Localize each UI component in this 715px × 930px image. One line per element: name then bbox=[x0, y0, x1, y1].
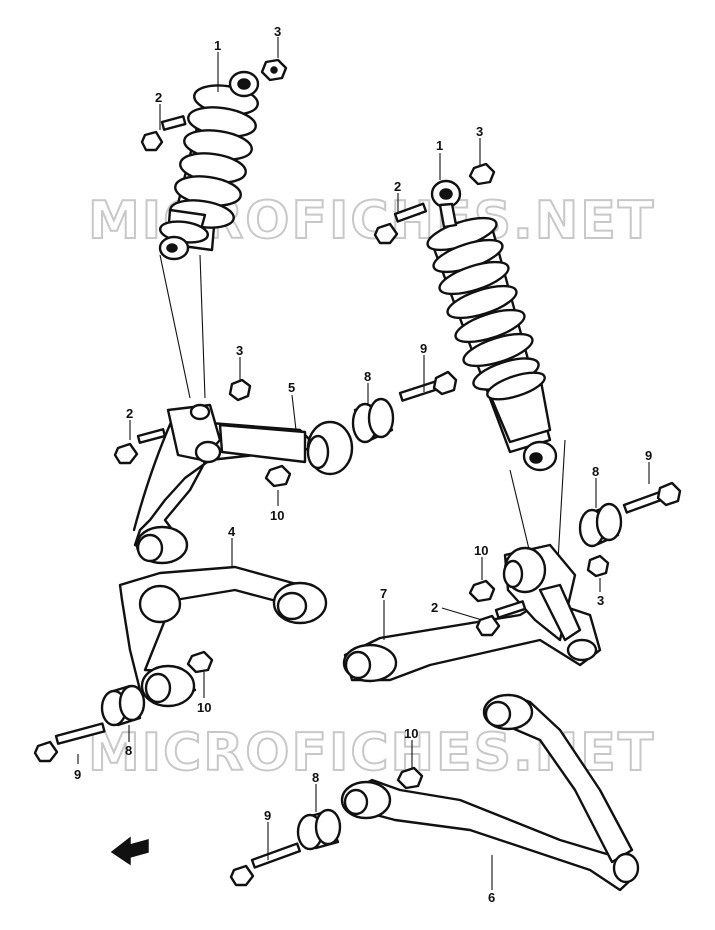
callout-left-shock-nut: 3 bbox=[274, 24, 281, 39]
callout-right-bushing: 8 bbox=[592, 464, 599, 479]
left-arm-nut bbox=[264, 464, 292, 488]
callout-right-nut-upper: 10 bbox=[474, 543, 488, 558]
right-lower-nut bbox=[586, 554, 610, 578]
callout-middle-arm: 4 bbox=[228, 524, 236, 539]
callout-bottom-nut: 10 bbox=[404, 726, 418, 741]
bottom-nut bbox=[396, 766, 424, 790]
left-lower-nut bbox=[228, 378, 252, 402]
middle-bushing bbox=[100, 684, 146, 727]
left-arm bbox=[132, 403, 354, 565]
callout-bottom-arm: 6 bbox=[488, 890, 495, 905]
callout-right-bolt: 9 bbox=[645, 448, 652, 463]
callout-right-shock-top-bolt: 2 bbox=[394, 179, 401, 194]
middle-arm bbox=[118, 565, 328, 708]
left-bolt bbox=[398, 370, 458, 402]
callout-right-arm: 7 bbox=[380, 586, 387, 601]
right-shock-absorber bbox=[426, 179, 558, 472]
callout-left-lower-nut: 3 bbox=[236, 343, 243, 358]
callout-right-lower-nut: 3 bbox=[597, 593, 604, 608]
callout-left-shock: 1 bbox=[214, 38, 221, 53]
left-shock-top-nut bbox=[260, 58, 288, 82]
middle-nut bbox=[186, 650, 214, 674]
middle-bolt bbox=[33, 722, 106, 763]
right-bolt bbox=[622, 481, 682, 514]
callout-left-shock-top-bolt: 2 bbox=[155, 90, 162, 105]
callouts: 1 3 2 3 2 5 8 9 10 4 10 8 9 1 3 2 9 8 10… bbox=[74, 24, 652, 905]
callout-leaders bbox=[77, 37, 650, 890]
callout-bottom-bolt: 9 bbox=[264, 808, 271, 823]
left-bushing bbox=[351, 397, 395, 444]
callout-right-lower-bolt: 2 bbox=[431, 600, 438, 615]
callout-middle-bolt: 9 bbox=[74, 767, 81, 782]
right-lower-bolt bbox=[475, 600, 527, 637]
callout-left-bolt: 9 bbox=[420, 341, 427, 356]
callout-right-shock: 1 bbox=[436, 138, 443, 153]
callout-left-arm: 5 bbox=[288, 380, 295, 395]
left-shock-absorber bbox=[158, 70, 260, 261]
right-bushing bbox=[578, 502, 623, 548]
bottom-arm bbox=[340, 693, 640, 892]
left-shock-top-bolt bbox=[140, 115, 187, 152]
left-lower-bolt bbox=[113, 428, 167, 465]
callout-middle-nut: 10 bbox=[197, 700, 211, 715]
callout-right-shock-nut: 3 bbox=[476, 124, 483, 139]
callout-left-arm-nut: 10 bbox=[270, 508, 284, 523]
callout-left-bushing: 8 bbox=[364, 369, 371, 384]
right-shock-top-bolt bbox=[373, 202, 428, 245]
front-arrow-icon bbox=[110, 836, 149, 866]
bottom-bushing bbox=[296, 808, 342, 851]
callout-middle-bushing: 8 bbox=[125, 743, 132, 758]
right-upper-nut bbox=[468, 579, 496, 603]
callout-bottom-bushing: 8 bbox=[312, 770, 319, 785]
right-arm bbox=[342, 543, 602, 683]
callout-left-lower-bolt: 2 bbox=[126, 406, 133, 421]
right-shock-top-nut bbox=[468, 162, 496, 186]
bottom-bolt bbox=[229, 842, 302, 887]
